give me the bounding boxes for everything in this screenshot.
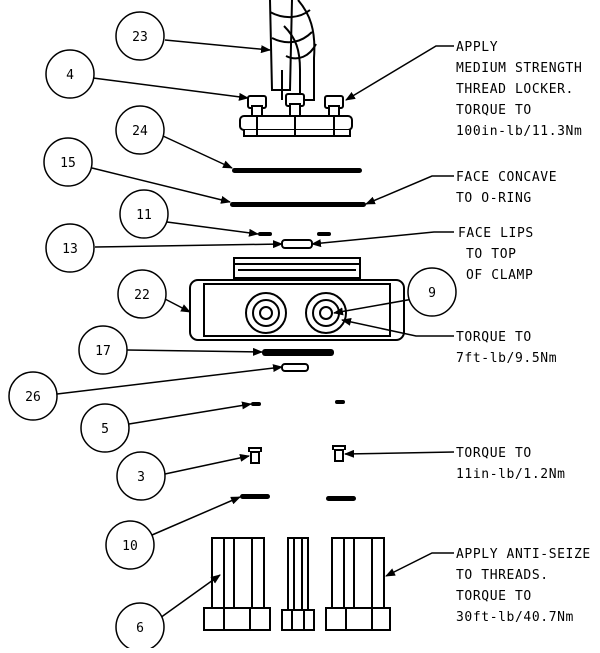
part-6-fittings bbox=[203, 537, 391, 631]
svg-text:TO THREADS.: TO THREADS. bbox=[456, 568, 549, 583]
svg-text:4: 4 bbox=[66, 68, 74, 83]
balloon-5: 5 bbox=[80, 403, 130, 453]
note-torque-screws: TORQUE TO 11in-lb/1.2Nm bbox=[456, 446, 566, 482]
balloon-26: 26 bbox=[8, 371, 58, 421]
svg-text:24: 24 bbox=[132, 124, 148, 139]
balloon-22: 22 bbox=[117, 269, 167, 319]
svg-text:TORQUE TO: TORQUE TO bbox=[456, 446, 532, 461]
leader-11 bbox=[166, 221, 259, 237]
svg-text:100in-lb/11.3Nm: 100in-lb/11.3Nm bbox=[456, 124, 582, 139]
part-17-seal bbox=[262, 349, 334, 356]
note-face-concave: FACE CONCAVE TO O-RING bbox=[456, 170, 557, 206]
note-leader-torque-fittings bbox=[341, 317, 454, 337]
balloon-11: 11 bbox=[119, 189, 169, 239]
balloon-15: 15 bbox=[43, 137, 93, 187]
svg-text:22: 22 bbox=[134, 288, 150, 303]
svg-text:6: 6 bbox=[136, 621, 144, 636]
svg-text:10: 10 bbox=[122, 539, 138, 554]
svg-text:5: 5 bbox=[101, 422, 109, 437]
leader-17 bbox=[126, 347, 263, 356]
svg-text:23: 23 bbox=[132, 30, 148, 45]
part-5-pins bbox=[251, 400, 345, 406]
part-4-flange-with-bolts bbox=[239, 93, 353, 137]
part-22-clamp-body bbox=[189, 257, 405, 341]
note-leader-anti-seize bbox=[385, 552, 454, 577]
svg-text:OF CLAMP: OF CLAMP bbox=[466, 268, 533, 283]
note-leader-face-concave bbox=[365, 175, 454, 205]
svg-text:30ft-lb/40.7Nm: 30ft-lb/40.7Nm bbox=[456, 610, 574, 625]
part-13-lip-seal bbox=[281, 239, 313, 249]
svg-text:11: 11 bbox=[136, 208, 152, 223]
svg-text:APPLY ANTI-SEIZE: APPLY ANTI-SEIZE bbox=[456, 547, 591, 562]
svg-text:FACE LIPS: FACE LIPS bbox=[458, 226, 534, 241]
leader-5 bbox=[128, 401, 252, 425]
note-leader-torque-screws bbox=[344, 449, 455, 458]
leader-6 bbox=[159, 574, 221, 619]
svg-text:TO TOP: TO TOP bbox=[466, 247, 517, 262]
part-26-spacer bbox=[281, 363, 309, 372]
balloon-24: 24 bbox=[115, 105, 165, 155]
svg-text:APPLY: APPLY bbox=[456, 40, 498, 55]
part-10-o-rings bbox=[240, 494, 356, 501]
svg-text:TO O-RING: TO O-RING bbox=[456, 191, 532, 206]
svg-text:13: 13 bbox=[62, 242, 78, 257]
part-11-small-seals bbox=[258, 232, 331, 236]
leader-26 bbox=[56, 364, 283, 395]
note-leader-thread-locker bbox=[345, 45, 454, 101]
balloon-6: 6 bbox=[115, 602, 165, 652]
leader-4 bbox=[92, 77, 249, 101]
balloon-13: 13 bbox=[45, 223, 95, 273]
svg-text:MEDIUM STRENGTH: MEDIUM STRENGTH bbox=[456, 61, 582, 76]
leader-15 bbox=[91, 167, 231, 204]
leader-23 bbox=[164, 39, 271, 54]
leader-24 bbox=[162, 135, 233, 169]
part-24-gasket bbox=[232, 168, 362, 173]
leader-3 bbox=[164, 453, 250, 475]
leader-22 bbox=[164, 298, 191, 313]
balloon-9: 9 bbox=[407, 267, 457, 317]
note-torque-fittings: TORQUE TO 7ft-lb/9.5Nm bbox=[456, 330, 557, 366]
balloon-17: 17 bbox=[78, 325, 128, 375]
svg-text:9: 9 bbox=[428, 286, 436, 301]
svg-text:TORQUE TO: TORQUE TO bbox=[456, 330, 532, 345]
svg-text:TORQUE TO: TORQUE TO bbox=[456, 589, 532, 604]
balloon-23: 23 bbox=[115, 11, 165, 61]
balloon-3: 3 bbox=[116, 451, 166, 501]
svg-text:17: 17 bbox=[95, 344, 111, 359]
part-3-screws bbox=[248, 445, 346, 464]
leader-10 bbox=[151, 496, 241, 536]
note-thread-locker: APPLY MEDIUM STRENGTH THREAD LOCKER. TOR… bbox=[456, 40, 582, 139]
note-leader-face-lips bbox=[311, 231, 454, 248]
balloon-10: 10 bbox=[105, 520, 155, 570]
svg-text:26: 26 bbox=[25, 390, 41, 405]
svg-text:7ft-lb/9.5Nm: 7ft-lb/9.5Nm bbox=[456, 351, 557, 366]
part-15-washer bbox=[230, 202, 366, 207]
note-face-lips: FACE LIPS TO TOP OF CLAMP bbox=[458, 226, 534, 283]
svg-text:FACE CONCAVE: FACE CONCAVE bbox=[456, 170, 557, 185]
leader-13 bbox=[94, 240, 283, 249]
part-23-shaft bbox=[269, 0, 317, 101]
svg-text:11in-lb/1.2Nm: 11in-lb/1.2Nm bbox=[456, 467, 566, 482]
svg-text:15: 15 bbox=[60, 156, 76, 171]
svg-text:THREAD LOCKER.: THREAD LOCKER. bbox=[456, 82, 574, 97]
note-anti-seize: APPLY ANTI-SEIZE TO THREADS. TORQUE TO 3… bbox=[456, 547, 591, 625]
balloon-4: 4 bbox=[45, 49, 95, 99]
svg-text:TORQUE TO: TORQUE TO bbox=[456, 103, 532, 118]
svg-text:3: 3 bbox=[137, 470, 145, 485]
